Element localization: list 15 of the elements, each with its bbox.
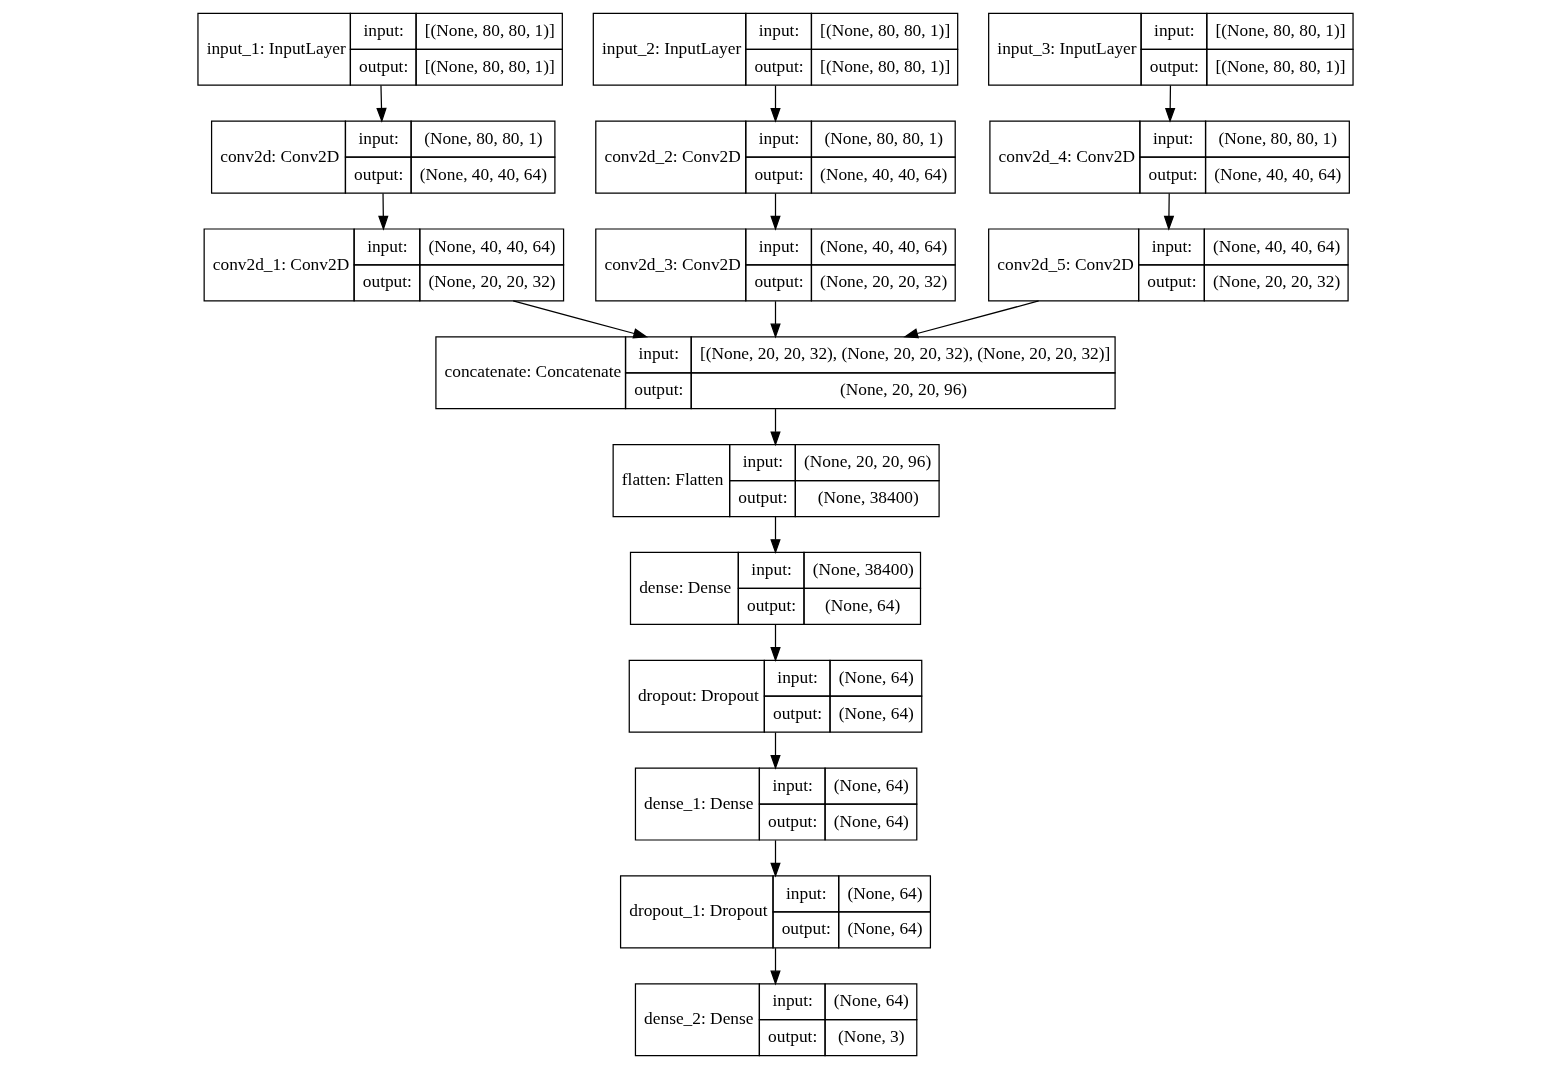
arrow bbox=[512, 300, 649, 339]
arrow bbox=[770, 516, 781, 555]
arrow bbox=[770, 300, 781, 339]
arrow bbox=[1164, 84, 1176, 123]
arrow bbox=[770, 624, 781, 662]
arrow bbox=[376, 84, 387, 123]
arrow bbox=[770, 947, 781, 986]
arrow bbox=[378, 192, 389, 231]
arrow bbox=[770, 839, 781, 878]
arrow bbox=[770, 84, 781, 123]
arrow bbox=[770, 731, 781, 770]
arrow bbox=[1163, 192, 1175, 231]
arrow bbox=[770, 408, 781, 447]
arrow bbox=[770, 192, 781, 231]
arrow bbox=[903, 300, 1040, 339]
